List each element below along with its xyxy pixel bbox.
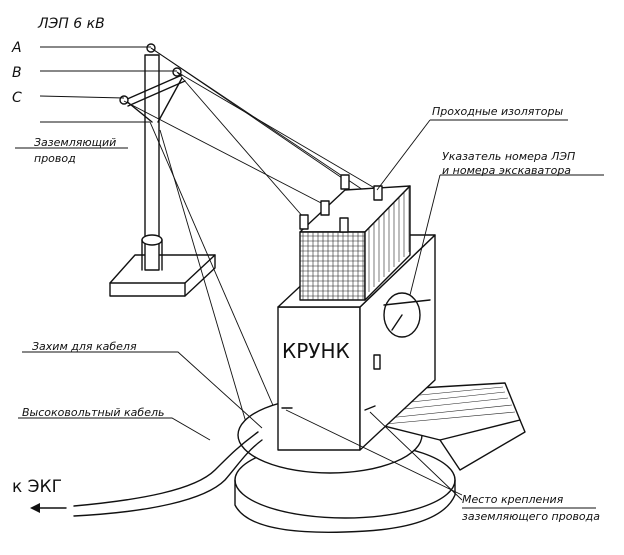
- cabinet-name: КРУНК: [282, 339, 350, 363]
- phase-a-label: A: [11, 40, 22, 56]
- phase-wires: [39, 46, 379, 471]
- line-title: ЛЭП 6 кВ: [37, 16, 105, 32]
- mount-label: Место крепления: [462, 493, 564, 506]
- phase-c-label: C: [12, 90, 22, 106]
- to-ekg-label: к ЭКГ: [12, 477, 62, 497]
- mesh-enclosure: [299, 185, 411, 301]
- phase-b-label: B: [12, 65, 22, 81]
- hv-cable-label: Высоковольтный кабель: [22, 406, 165, 419]
- indicator-label: Указатель номера ЛЭП: [442, 150, 575, 163]
- arrow-left-icon: [30, 503, 40, 513]
- bushings-label: Проходные изоляторы: [432, 105, 563, 118]
- bushing-insulators: [299, 174, 383, 233]
- indicator-label-2: и номера экскаватора: [442, 164, 571, 177]
- power-pole: [109, 43, 216, 297]
- mount-label-2: заземляющего провода: [462, 510, 600, 523]
- cable-clamp-label: Захим для кабеля: [32, 340, 137, 353]
- ground-wire-label: Заземляющий: [34, 136, 116, 149]
- ground-wire-label-2: провод: [34, 152, 76, 165]
